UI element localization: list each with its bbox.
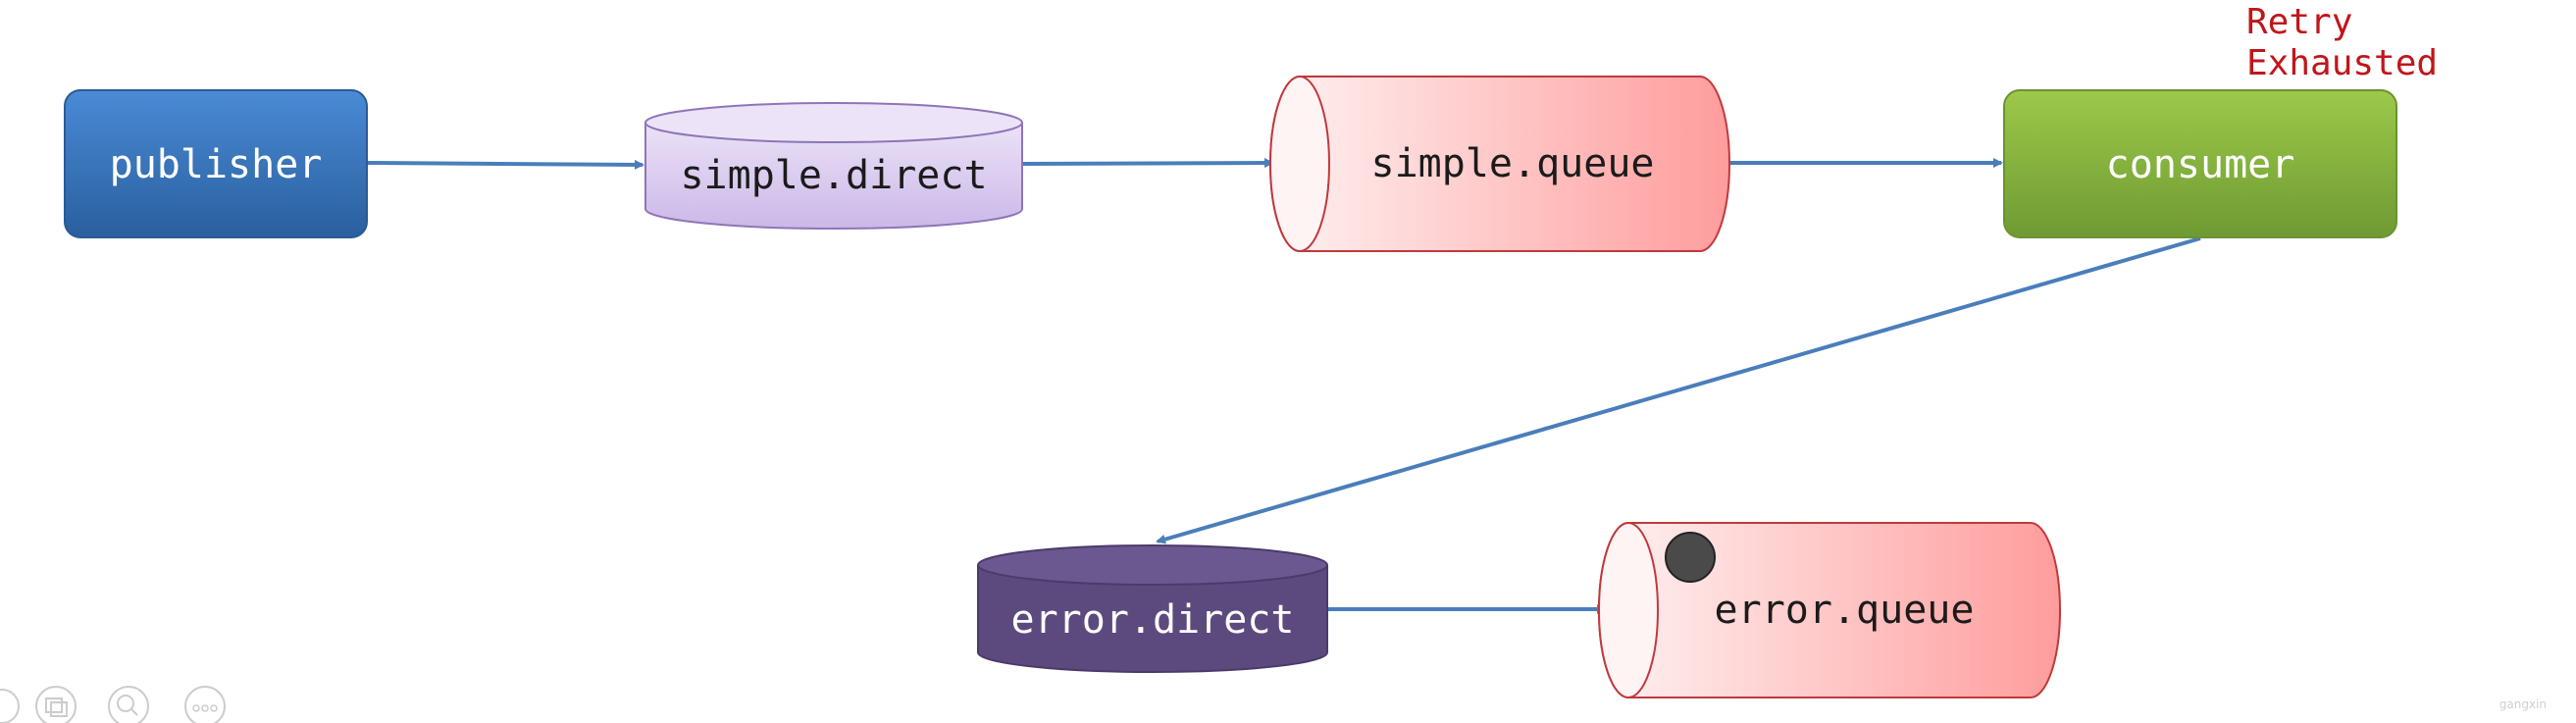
simple-queue: simple.queue bbox=[1269, 76, 1730, 252]
simple-direct-label: simple.direct bbox=[680, 153, 987, 198]
publisher-node: publisher bbox=[64, 89, 368, 238]
arrow-consumer-to-error-direct bbox=[1156, 236, 2201, 544]
simple-direct-exchange: simple.direct bbox=[644, 102, 1023, 230]
error-queue: error.queue bbox=[1598, 522, 2061, 698]
annotation-line-1: Retry bbox=[2246, 2, 2353, 42]
publisher-label: publisher bbox=[110, 142, 323, 187]
consumer-node: consumer bbox=[2003, 89, 2397, 238]
annotation-line-2: Exhausted bbox=[2246, 43, 2439, 83]
watermark: gangxin bbox=[2499, 697, 2547, 711]
toolbar bbox=[0, 686, 226, 723]
message-dot bbox=[1665, 532, 1716, 583]
zoom-icon[interactable] bbox=[108, 686, 149, 723]
arrow-publisher-to-simple-direct bbox=[366, 159, 644, 170]
arrow-simple-direct-to-simple-queue bbox=[1021, 158, 1274, 169]
retry-exhausted-annotation: Retry Exhausted bbox=[2246, 2, 2438, 84]
prev-icon[interactable] bbox=[0, 689, 20, 723]
consumer-label: consumer bbox=[2106, 142, 2295, 187]
error-queue-label: error.queue bbox=[1715, 588, 1975, 633]
error-direct-label: error.direct bbox=[1011, 597, 1295, 643]
simple-queue-label: simple.queue bbox=[1371, 141, 1655, 186]
slides-icon[interactable] bbox=[35, 686, 77, 723]
error-direct-exchange: error.direct bbox=[977, 544, 1328, 673]
more-icon[interactable] bbox=[184, 686, 226, 723]
